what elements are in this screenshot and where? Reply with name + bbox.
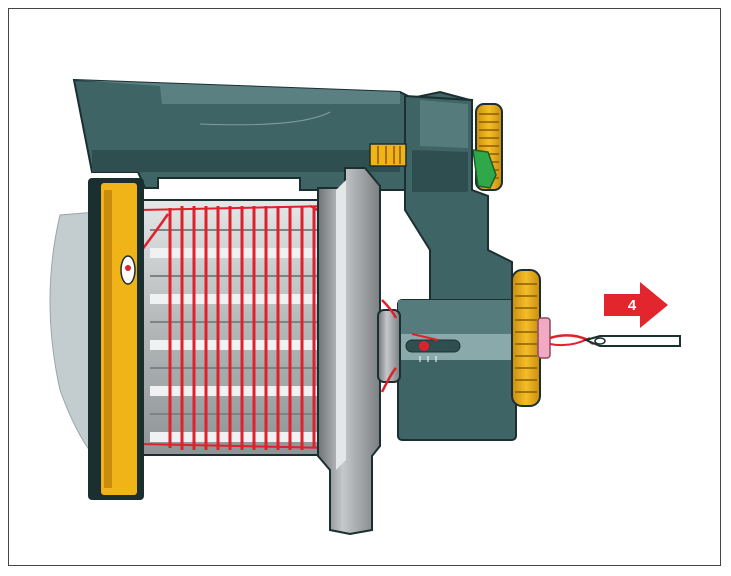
- green-clip: [472, 149, 497, 189]
- winder-dial-right: [511, 269, 541, 407]
- winder-shaft: [377, 299, 401, 393]
- step-number: 4: [628, 297, 637, 314]
- arrow-right-icon: [604, 282, 668, 328]
- winder-box: [397, 299, 517, 441]
- needle-icon: [583, 335, 681, 347]
- right-flange: [317, 143, 407, 536]
- bobbin-spool: [139, 199, 331, 456]
- pink-cap: [537, 317, 551, 359]
- left-flange: [88, 178, 144, 500]
- red-thread-windings: [127, 204, 331, 450]
